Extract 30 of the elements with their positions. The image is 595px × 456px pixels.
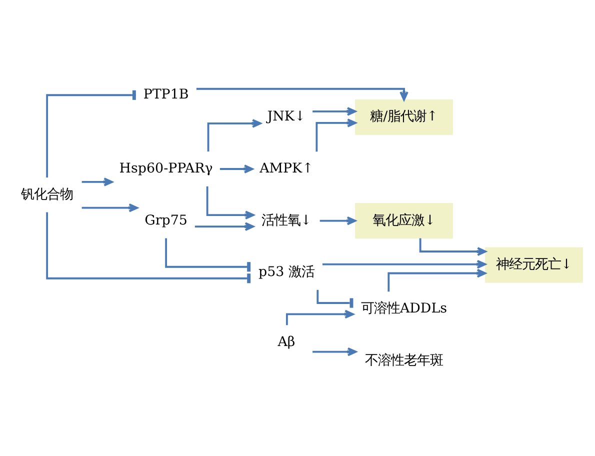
connector — [46, 90, 136, 178]
node-text: 可溶性ADDLs — [360, 302, 448, 317]
arrow — [320, 216, 356, 226]
node-box: 氧化应激↓ — [355, 203, 453, 239]
node-box: 神经元死亡↓ — [485, 247, 583, 283]
node-text: PTP1B — [143, 88, 189, 103]
node-text: 不溶性老年斑 — [365, 353, 444, 368]
arrow — [419, 238, 486, 256]
arrow — [82, 203, 138, 212]
arrow — [312, 107, 356, 116]
arrow — [207, 119, 262, 152]
arrow — [286, 310, 354, 326]
arrow — [82, 178, 113, 186]
node-text: Grp75 — [144, 213, 188, 228]
node-text: 活性氧↓ — [261, 213, 312, 228]
arrow — [196, 88, 408, 101]
arrow — [388, 268, 486, 292]
arrow — [220, 164, 254, 174]
arrow — [322, 260, 486, 269]
arrow — [206, 186, 254, 220]
node-text: AMPK↑ — [260, 162, 314, 177]
arrow — [312, 347, 357, 356]
arrow — [194, 222, 254, 231]
node-text: JNK↓ — [267, 110, 306, 125]
node-text: 钒化合物 — [21, 187, 74, 202]
node-text: p53 激活 — [258, 265, 314, 280]
node-text: Aβ — [278, 335, 296, 350]
arrow — [316, 118, 356, 152]
node-text: Hsp60-PPARγ — [119, 162, 213, 177]
node-box: 糖/脂代谢↑ — [355, 99, 453, 135]
